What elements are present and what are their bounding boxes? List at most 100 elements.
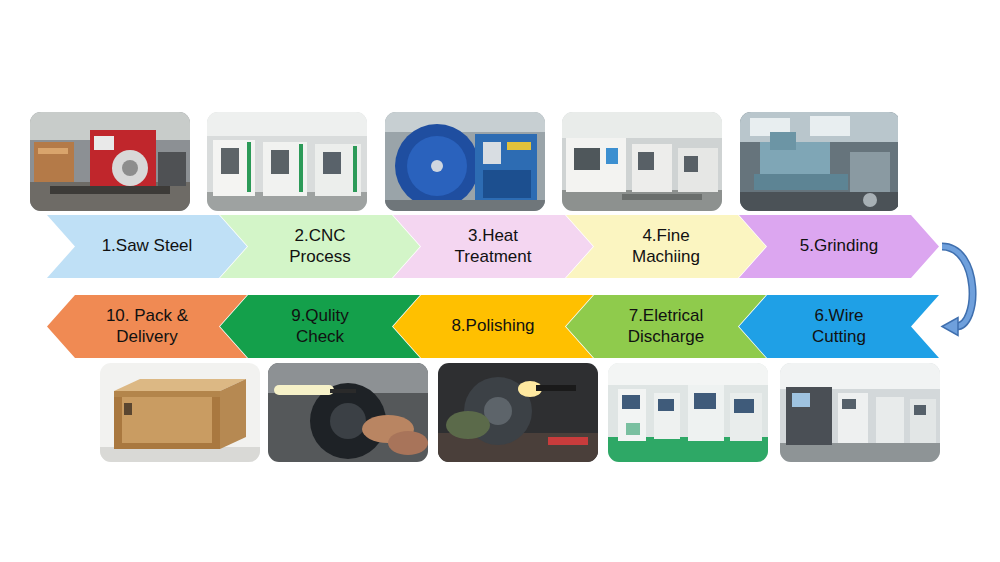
step-label: 2.CNC Process [270, 226, 370, 267]
chevron-fill [566, 215, 766, 278]
machining-photo-part [562, 112, 722, 211]
saw-photo-part [90, 130, 156, 186]
wirecut-photo-part [780, 363, 940, 462]
text-holder: 4.Fine Machiing [594, 215, 738, 278]
saw-photo-part [34, 142, 74, 182]
saw-photo-part [38, 148, 68, 154]
text-holder: 3.Heat Treatment [421, 215, 565, 278]
chevron-fill [220, 215, 420, 278]
step-label: 7.Eletrical Discharge [611, 306, 721, 347]
edm-photo-part [618, 389, 646, 441]
wirecut-photo-part [780, 363, 940, 389]
edm-photo-part [688, 385, 724, 441]
furnace-photo-part [431, 160, 443, 172]
process-chevron: 5.Grinding [739, 215, 939, 278]
grinder-photo-part [754, 174, 848, 190]
grinder-photo-part [740, 112, 898, 142]
cnc-photo-part [221, 148, 239, 174]
edm-photo-part [694, 393, 716, 409]
crate-photo-part [124, 403, 132, 415]
inspection-photo-part [268, 363, 428, 462]
machining-photo-part [562, 190, 722, 211]
step-label: 4.Fine Machiing [616, 226, 716, 267]
step-label: 8.Polishing [451, 316, 534, 337]
saw-photo-part [50, 186, 170, 194]
wirecut-photo-part [914, 405, 926, 415]
machining-photo-part [684, 156, 698, 172]
machining-photo-part [606, 148, 618, 164]
machining-photo-part [562, 112, 722, 138]
process-chevron: 8.Polishing [393, 295, 593, 358]
machining-photo-part [622, 194, 702, 200]
crate-photo-part [114, 391, 220, 449]
process-chevron: 1.Saw Steel [47, 215, 247, 278]
arrow-head [942, 318, 958, 336]
process-chevron: 10. Pack & Delivery [47, 295, 247, 358]
furnace-photo-part [385, 200, 545, 211]
cnc-photo-part [207, 112, 367, 211]
edm-photo-part [730, 393, 762, 441]
furnace-photo-part [395, 124, 479, 208]
step-label: 3.Heat Treatment [443, 226, 543, 267]
arrow-outline [942, 247, 973, 327]
edm-photo-part [654, 393, 680, 439]
wirecut-photo-part [792, 393, 810, 407]
furnace-photo-part [483, 170, 531, 198]
cnc-photo-part [247, 142, 251, 192]
chevron-fill [47, 215, 247, 278]
text-holder: 6.Wire Cutting [767, 295, 911, 358]
grinder-photo-part [740, 112, 898, 211]
furnace-photo-part [385, 112, 545, 132]
cnc-photo-part [299, 144, 303, 192]
crate-photo [100, 363, 260, 462]
machining-photo [562, 112, 722, 211]
wirecut-photo-part [780, 443, 940, 462]
inspection-photo-part [330, 389, 356, 393]
saw-photo-part [30, 112, 190, 211]
saw-photo-part [30, 182, 190, 211]
chevron-fill [47, 295, 247, 358]
grinder-photo-part [740, 192, 898, 211]
process-chevron: 3.Heat Treatment [393, 215, 593, 278]
furnace-photo-part [507, 142, 531, 150]
polishing-photo-part [536, 385, 576, 391]
inspection-photo-part [274, 385, 334, 395]
text-holder: 7.Eletrical Discharge [594, 295, 738, 358]
machining-photo-part [638, 152, 654, 170]
machining-photo-part [574, 148, 600, 170]
edm-photo-part [622, 395, 640, 409]
chevron-fill [739, 295, 939, 358]
machining-photo-part [678, 148, 718, 192]
edm-photo-part [734, 399, 754, 413]
cnc-photo-part [213, 140, 255, 196]
text-holder: 1.Saw Steel [75, 215, 219, 278]
crate-photo-part [114, 391, 220, 397]
grinder-photo-part [770, 132, 796, 150]
crate-photo-part [100, 363, 260, 462]
text-holder: 8.Polishing [421, 295, 565, 358]
text-holder: 10. Pack & Delivery [75, 295, 219, 358]
crate-photo-part [114, 443, 220, 449]
chevron-fill [566, 295, 766, 358]
text-holder: 9.Qulity Check [248, 295, 392, 358]
crate-photo-part [212, 391, 220, 449]
chevron-fill [220, 295, 420, 358]
furnace-photo-part [475, 134, 537, 204]
cnc-photo [207, 112, 367, 211]
step-label: 9.Qulity Check [270, 306, 370, 347]
edm-photo-part [608, 363, 768, 385]
crate-photo-part [100, 447, 260, 462]
step-label: 1.Saw Steel [102, 236, 193, 257]
edm-photo-part [608, 363, 768, 462]
cnc-photo-part [315, 144, 361, 196]
grinder-photo-part [810, 116, 850, 136]
wirecut-photo [780, 363, 940, 462]
edm-photo [608, 363, 768, 462]
cnc-photo-part [263, 142, 307, 196]
step-label: 10. Pack & Delivery [92, 306, 202, 347]
process-chevron: 7.Eletrical Discharge [566, 295, 766, 358]
